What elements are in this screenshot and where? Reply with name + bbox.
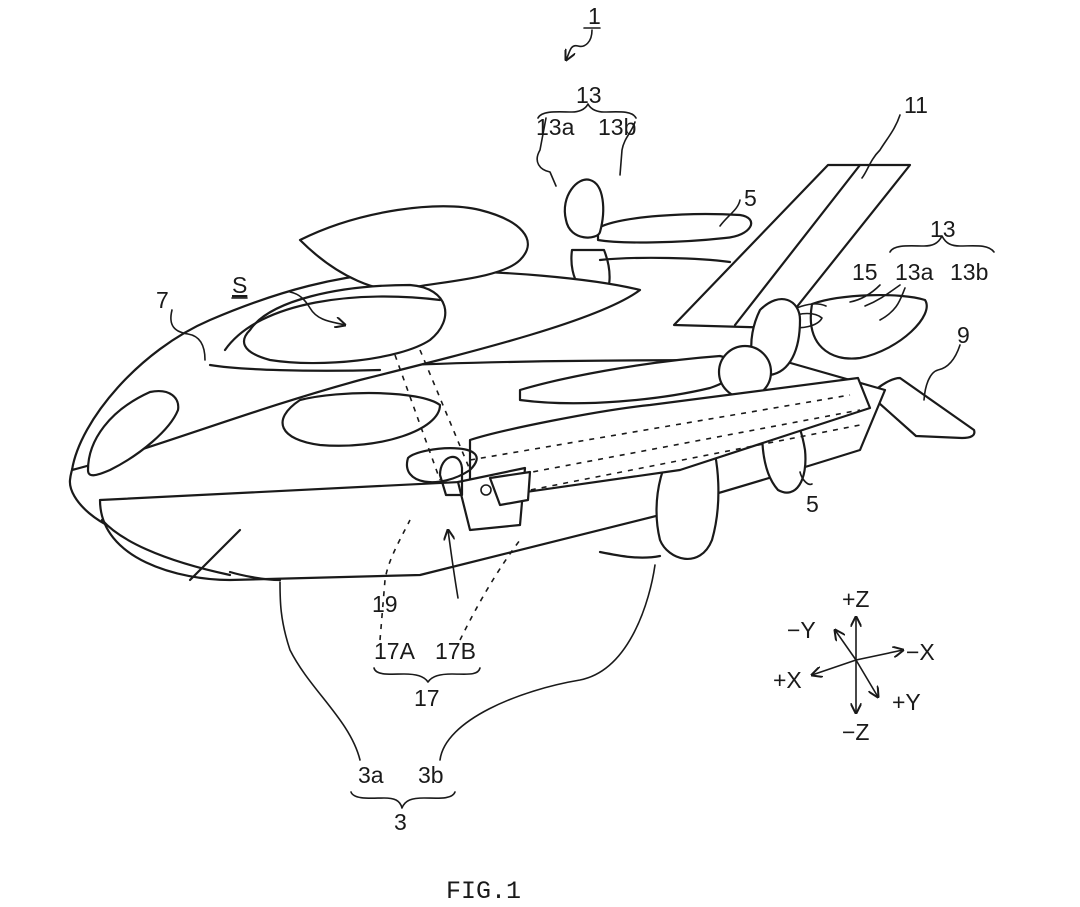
label-13a-right: 13a [895,259,934,285]
rear-upper-rotor [563,178,753,300]
axis-label-minus-y: −Y [787,617,816,643]
label-1: 1 [588,3,601,29]
leader-lines [170,114,961,761]
reference-1: 1 [566,3,601,60]
side-pod [394,349,872,532]
axis-label-plus-y: +Y [892,689,921,715]
label-3a: 3a [358,762,384,788]
label-15: 15 [852,259,878,285]
label-7: 7 [156,287,169,313]
label-9: 9 [957,322,970,348]
label-13-left: 13 [576,82,602,108]
label-5-upper: 5 [744,185,757,211]
axis-label-plus-x: +X [773,667,802,693]
label-13b-left: 13b [598,114,636,140]
axis-plus-x-arrow [812,659,857,675]
label-17A: 17A [374,638,416,664]
label-S: S [232,272,247,298]
label-11: 11 [904,92,928,118]
tail-9 [868,376,976,440]
figure-caption: FIG.1 [446,877,521,906]
label-13a-left: 13a [536,114,575,140]
label-17B: 17B [435,638,476,664]
axis-plus-y-arrow [855,659,878,697]
label-17: 17 [414,685,440,711]
axis-label-plus-z: +Z [842,586,869,612]
label-13b-right: 13b [950,259,988,285]
axis-label-minus-z: −Z [842,719,869,745]
reference-labels: 13 13a 13b 5 11 13 13a 13b 15 9 5 S 7 19… [156,82,995,835]
rear-right-rotor [779,294,928,360]
reference-arrow [566,29,593,60]
axis-label-minus-x: −X [906,639,935,665]
axis-triad: +Z −Z +X −X −Y +Y [773,586,935,745]
label-3: 3 [394,809,407,835]
axis-minus-x-arrow [855,650,903,661]
label-19: 19 [372,591,398,617]
label-3b: 3b [418,762,444,788]
label-5-lower: 5 [806,491,819,517]
landing-gear [228,550,662,582]
axis-minus-y-arrow [835,630,857,661]
